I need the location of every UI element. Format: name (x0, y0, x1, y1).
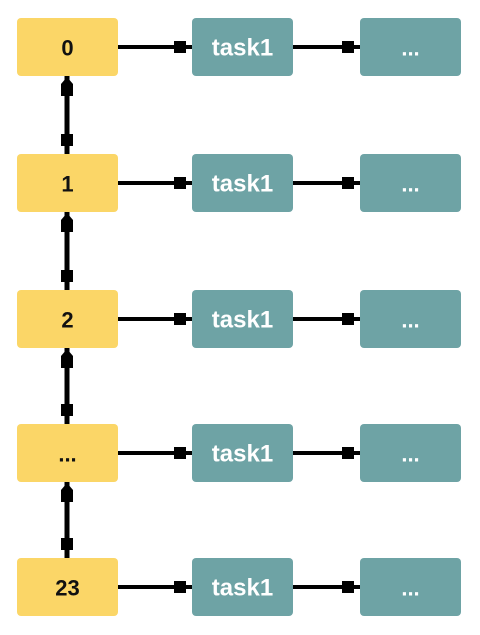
arrow-slot-to-task-0-head (174, 41, 186, 53)
slot-link-0-head-bottom (61, 134, 73, 146)
task-box-4-label: task1 (212, 575, 273, 602)
task-box-3-shape (192, 424, 293, 482)
next-task-box-2-label: ... (401, 308, 419, 333)
slot-box-1-label: 1 (61, 172, 73, 197)
next-task-box-1-shape (360, 154, 461, 212)
slot-box-2-label: 2 (61, 308, 73, 333)
task-box-3-label: task1 (212, 441, 273, 468)
slot-box-0-label: 0 (61, 36, 73, 61)
task-box-1: task1 (192, 154, 293, 212)
task-box-3: task1 (192, 424, 293, 482)
task-box-0-shape (192, 18, 293, 76)
slot-link-1-tip-top (61, 213, 73, 220)
task-box-2: task1 (192, 290, 293, 348)
arrow-task-to-next-1-head (342, 177, 354, 189)
next-task-box-0-label: ... (401, 36, 419, 61)
task-box-2-label: task1 (212, 307, 273, 334)
slot-link-1-head-bottom (61, 270, 73, 282)
slot-link-0-tip-top (61, 77, 73, 84)
slot-box-4-shape (17, 558, 118, 616)
next-task-box-1-label: ... (401, 172, 419, 197)
next-task-box-4-label: ... (401, 576, 419, 601)
slot-box-4-label: 23 (55, 576, 79, 601)
next-task-box-0-shape (360, 18, 461, 76)
arrow-slot-to-task-4-head (174, 581, 186, 593)
slot-link-1-head-top (61, 220, 73, 232)
next-task-box-2-shape (360, 290, 461, 348)
slot-box-4: 23 (17, 558, 118, 616)
slot-box-0: 0 (17, 18, 118, 76)
slot-box-3-shape (17, 424, 118, 482)
slot-box-0-shape (17, 18, 118, 76)
arrow-task-to-next-0-head (342, 41, 354, 53)
next-task-box-3: ... (360, 424, 461, 482)
slot-link-3-head-top (61, 490, 73, 502)
task-box-2-shape (192, 290, 293, 348)
task-box-0: task1 (192, 18, 293, 76)
slot-link-3-tip-top (61, 483, 73, 490)
arrow-task-to-next-2-head (342, 313, 354, 325)
slot-link-3-head-bottom (61, 538, 73, 550)
next-task-box-3-shape (360, 424, 461, 482)
slot-link-2-head-bottom (61, 404, 73, 416)
boxes-layer: 0 task1... 1 task1... 2 task1...... task1... 23… (17, 18, 461, 616)
arrow-task-to-next-3-head (342, 447, 354, 459)
next-task-box-2: ... (360, 290, 461, 348)
next-task-box-4-shape (360, 558, 461, 616)
slot-link-0-head-top (61, 84, 73, 96)
task-box-4: task1 (192, 558, 293, 616)
slot-box-2-shape (17, 290, 118, 348)
arrow-slot-to-task-1-head (174, 177, 186, 189)
arrow-slot-to-task-2-head (174, 313, 186, 325)
slot-link-2-head-top (61, 356, 73, 368)
task-box-4-shape (192, 558, 293, 616)
next-task-box-3-label: ... (401, 442, 419, 467)
arrow-slot-to-task-3-head (174, 447, 186, 459)
slot-box-3: ... (17, 424, 118, 482)
task-box-1-label: task1 (212, 171, 273, 198)
next-task-box-4: ... (360, 558, 461, 616)
task-box-1-shape (192, 154, 293, 212)
connectors-layer (61, 41, 360, 593)
slot-box-1: 1 (17, 154, 118, 212)
next-task-box-1: ... (360, 154, 461, 212)
slot-link-2-tip-top (61, 349, 73, 356)
task-box-0-label: task1 (212, 35, 273, 62)
next-task-box-0: ... (360, 18, 461, 76)
slot-box-1-shape (17, 154, 118, 212)
arrow-task-to-next-4-head (342, 581, 354, 593)
slot-box-2: 2 (17, 290, 118, 348)
slot-box-3-label: ... (58, 442, 76, 467)
